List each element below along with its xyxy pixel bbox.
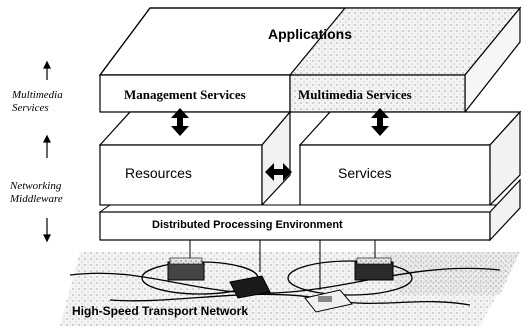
side-label-multimedia-line1: Multimedia <box>12 89 63 101</box>
network-node-bottom <box>304 289 353 313</box>
network-node-left <box>167 257 205 281</box>
arrow-management-resources <box>171 108 189 136</box>
side-arrows <box>43 60 51 243</box>
management-services-label: Management Services <box>124 87 246 102</box>
resources-label: Resources <box>125 165 192 181</box>
side-label-multimedia: Multimedia Services <box>12 89 63 115</box>
network-node-right <box>354 257 394 281</box>
network-node-center <box>229 275 271 299</box>
applications-layer <box>98 6 522 114</box>
side-label-networking: Networking Middleware <box>10 180 63 206</box>
side-label-networking-line1: Networking <box>10 180 62 192</box>
dpe-layer <box>98 178 521 242</box>
side-label-networking-line2: Middleware <box>10 193 63 205</box>
dpe-label: Distributed Processing Environment <box>152 219 343 231</box>
services-block <box>298 110 522 207</box>
multimedia-services-label: Multimedia Services <box>298 87 412 102</box>
services-label: Services <box>338 165 392 181</box>
arrow-multimedia-services <box>371 108 389 136</box>
side-label-multimedia-line2: Services <box>12 102 49 114</box>
applications-label: Applications <box>268 26 353 42</box>
arrow-resources-services <box>265 163 292 181</box>
resources-block <box>98 110 292 207</box>
network-label: High-Speed Transport Network <box>72 304 249 318</box>
services-band <box>99 74 466 113</box>
